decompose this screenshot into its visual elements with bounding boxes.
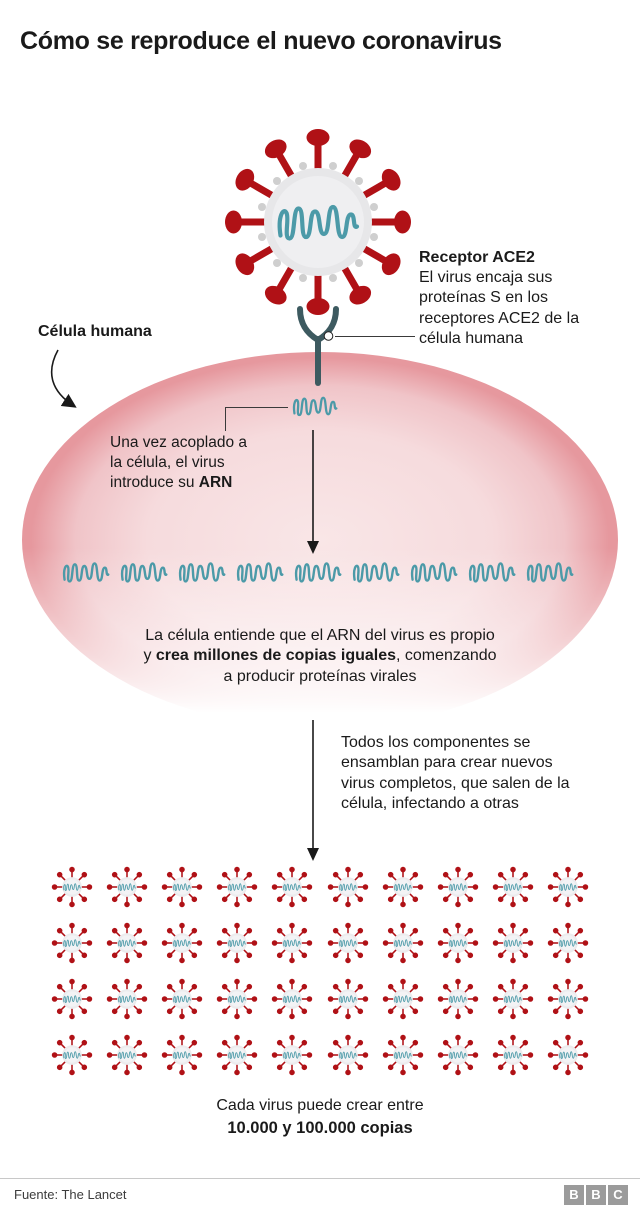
virus-icon <box>380 864 426 910</box>
receptor-ace2-title: Receptor ACE2 <box>419 249 535 266</box>
virus-icon <box>49 976 95 1022</box>
virus-icon <box>104 1032 150 1078</box>
rna-copies-row <box>62 556 574 588</box>
bbc-logo-block-3: C <box>608 1185 628 1205</box>
human-cell <box>22 352 618 728</box>
virus-icon <box>49 1032 95 1078</box>
virus-icon <box>325 864 371 910</box>
rna-step-text-pre: Una vez acoplado a la célula, el virus i… <box>110 434 248 491</box>
copy-step-text-post: , comenzando a producir proteínas virale… <box>223 647 497 685</box>
virus-icon <box>214 1032 260 1078</box>
virus-icon <box>214 976 260 1022</box>
virus-icon <box>380 976 426 1022</box>
cell-pointer-arrow-icon <box>50 349 77 408</box>
rna-step-text: Una vez acoplado a la célula, el virus i… <box>110 433 262 492</box>
rna-squiggle-icon <box>292 396 338 417</box>
virus-icon <box>325 976 371 1022</box>
ace2-receptor-icon <box>297 306 339 386</box>
result-line1: Cada virus puede crear entre <box>216 1097 424 1114</box>
rna-squiggle-icon <box>178 562 226 583</box>
receptor-ace2-block: Receptor ACE2 El virus encaja sus proteí… <box>419 248 591 350</box>
virus-icon <box>325 920 371 966</box>
virus-icon <box>435 920 481 966</box>
virus-icon <box>545 1032 591 1078</box>
rna-squiggle-icon <box>352 562 400 583</box>
source-label: Fuente: The Lancet <box>14 1187 127 1202</box>
virus-icon <box>545 920 591 966</box>
virus-grid <box>44 864 596 1078</box>
rna-squiggle-icon <box>526 562 574 583</box>
virus-icon <box>104 976 150 1022</box>
virus-icon <box>269 1032 315 1078</box>
result-text: Cada virus puede crear entre 10.000 y 10… <box>0 1096 640 1138</box>
result-line2: 10.000 y 100.000 copias <box>227 1119 413 1138</box>
virus-icon <box>490 976 536 1022</box>
virus-icon <box>490 920 536 966</box>
rna-pointer-line <box>225 407 288 408</box>
bbc-logo: B B C <box>564 1185 628 1205</box>
virus-icon <box>269 864 315 910</box>
virus-icon <box>159 1032 205 1078</box>
virus-icon <box>435 864 481 910</box>
virus-icon <box>159 920 205 966</box>
virus-icon <box>214 864 260 910</box>
rna-squiggle-icon <box>294 562 342 583</box>
virus-icon <box>380 1032 426 1078</box>
virus-icon <box>380 920 426 966</box>
page-title: Cómo se reproduce el nuevo coronavirus <box>20 27 502 55</box>
footer-divider <box>0 1178 640 1179</box>
virus-icon <box>159 976 205 1022</box>
virus-icon <box>49 920 95 966</box>
bbc-logo-block-1: B <box>564 1185 584 1205</box>
assemble-step-text: Todos los componentes se ensamblan para … <box>341 734 570 813</box>
virus-icon <box>269 976 315 1022</box>
rna-step-text-bold: ARN <box>198 473 233 491</box>
rna-squiggle-icon <box>468 562 516 583</box>
virus-icon <box>49 864 95 910</box>
copy-step-text-pre: La célula entiende que el ARN del virus … <box>143 627 495 665</box>
virus-icon <box>490 1032 536 1078</box>
down-arrow-1-icon <box>307 430 319 554</box>
down-arrow-2-icon <box>307 720 319 861</box>
virus-icon <box>490 864 536 910</box>
virus-icon <box>545 976 591 1022</box>
rna-squiggle-icon <box>236 562 284 583</box>
rna-squiggle-icon <box>62 562 110 583</box>
receptor-pointer-line <box>335 336 415 337</box>
bbc-logo-block-2: B <box>586 1185 606 1205</box>
virus-icon <box>214 920 260 966</box>
rna-pointer-line-vertical <box>225 407 226 431</box>
copy-step-text-bold: crea millones de copias iguales <box>155 647 397 665</box>
rna-squiggle-icon <box>120 562 168 583</box>
virus-icon <box>435 1032 481 1078</box>
virus-icon <box>545 864 591 910</box>
cell-label: Célula humana <box>38 323 152 340</box>
virus-icon <box>104 920 150 966</box>
virus-icon <box>159 864 205 910</box>
virus-icon <box>269 920 315 966</box>
virus-icon <box>104 864 150 910</box>
coronavirus-icon <box>218 122 418 322</box>
rna-squiggle-icon <box>410 562 458 583</box>
virus-icon <box>325 1032 371 1078</box>
copy-step-text: La célula entiende que el ARN del virus … <box>140 626 500 687</box>
receptor-ace2-description: El virus encaja sus proteínas S en los r… <box>419 269 580 348</box>
virus-icon <box>435 976 481 1022</box>
